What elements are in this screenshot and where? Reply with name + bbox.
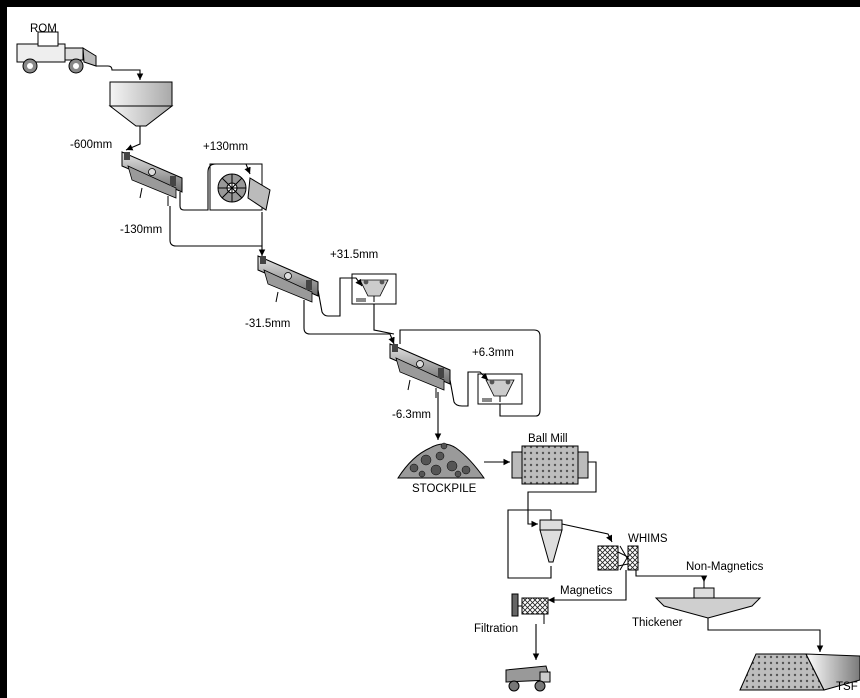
stockpile-label: STOCKPILE (412, 483, 477, 495)
ball-mill-label: Ball Mill (528, 433, 568, 445)
minus6-3-label: -6.3mm (392, 409, 431, 421)
minus31-5-label: -31.5mm (245, 318, 290, 330)
magnetic-separator-icon (597, 545, 640, 571)
thickener-icon (654, 580, 762, 619)
filtration-label: Filtration (474, 623, 518, 635)
magnetics-label: Magnetics (560, 585, 613, 597)
thickener-label: Thickener (632, 617, 683, 629)
haul-truck-icon (505, 665, 551, 692)
vibrating-screen-icon (121, 151, 183, 207)
loader-icon (16, 31, 97, 74)
plus6-3-label: +6.3mm (472, 347, 514, 359)
vibrating-screen-icon (389, 343, 451, 399)
minus130-label: -130mm (120, 224, 162, 236)
rom-label: ROM (30, 23, 57, 35)
vibrating-screen-icon (257, 255, 319, 311)
ball-mill-icon (511, 445, 589, 485)
cone-crusher-icon (477, 373, 523, 405)
hopper-icon (108, 81, 174, 127)
filter-press-icon (511, 593, 549, 624)
minus600-label: -600mm (70, 139, 112, 151)
stockpile-icon (397, 442, 485, 479)
tailings-storage-icon (739, 653, 860, 691)
whims-label: WHIMS (628, 533, 668, 545)
flow-lines (96, 65, 824, 660)
tsf-label: TSF (836, 681, 858, 693)
cone-crusher-icon (351, 273, 397, 305)
plus130-label: +130mm (203, 141, 248, 153)
plus31-5-label: +31.5mm (330, 249, 378, 261)
hydrocyclone-icon (539, 510, 563, 563)
non-magnetics-label: Non-Magnetics (686, 561, 764, 573)
jaw-crusher-icon (209, 163, 271, 211)
